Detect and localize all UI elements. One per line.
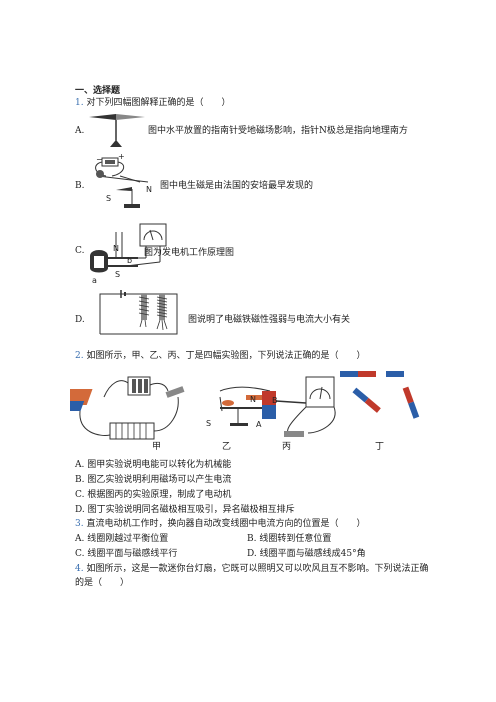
fig-c-s: S: [115, 270, 121, 279]
q1-option-d-text: 图说明了电磁铁磁性强弱与电流大小有关: [188, 315, 351, 325]
fig-b-plus: +: [118, 152, 125, 161]
fig-c-b: b: [127, 256, 133, 265]
q2-option-a: A. 图甲实验说明电能可以转化为机械能: [75, 460, 232, 470]
question-stem: 如图所示，这是一款迷你台灯扇，它既可以照明又可以吹风且互不影响。下列说法正确: [86, 564, 429, 574]
fig-label-yi: 乙: [222, 442, 232, 452]
q2-fig-a: A: [256, 420, 262, 429]
question-3: 3. 直流电动机工作时，换向器自动改变线圈中电流方向的位置是（ ）: [75, 518, 365, 530]
fig-b-minus: −: [96, 155, 103, 164]
question-number: 3.: [75, 519, 84, 529]
q2-option-d: D. 图丁实验说明同名磁极相互吸引，异名磁极相互排斥: [75, 505, 295, 515]
fig-b-s: S: [106, 194, 112, 203]
figure-electromagnet: [99, 290, 178, 335]
fig-b-n: N: [146, 185, 152, 194]
question-2: 2. 如图所示，甲、乙、丙、丁是四幅实验图，下列说法正确的是（ ）: [75, 350, 365, 362]
q3-option-d: D. 线圈平面与磁感线成45°角: [247, 549, 366, 559]
question-stem: 对下列四幅图解释正确的是（ ）: [86, 98, 231, 108]
question-stem: 如图所示，甲、乙、丙、丁是四幅实验图，下列说法正确的是（ ）: [86, 351, 366, 361]
figure-q2-experiments: [70, 371, 420, 440]
question-number: 1.: [75, 98, 84, 108]
q1-option-a-text: 图中水平放置的指南针受地磁场影响，指针N极总是指向地理南方: [148, 126, 408, 136]
q3-option-b: B. 线圈转到任意位置: [247, 534, 332, 544]
figure-compass: [89, 114, 145, 147]
q2-fig-s: S: [206, 419, 212, 428]
q1-option-b-text: 图中电生磁是由法国的安培最早发现的: [160, 181, 314, 191]
q1-option-a: A.: [75, 125, 84, 137]
figure-generator: [90, 223, 167, 273]
fig-label-jia: 甲: [152, 442, 162, 452]
q2-fig-b: B: [272, 396, 278, 405]
q1-option-c-text: 图为发电机工作原理图: [144, 248, 235, 258]
option-letter: A.: [75, 126, 85, 136]
fig-c-n: N: [113, 244, 119, 253]
figure-oersted: [95, 157, 149, 208]
question-number: 2.: [75, 351, 84, 361]
question-number: 4.: [75, 564, 84, 574]
question-1: 1. 对下列四幅图解释正确的是（ ）: [75, 97, 230, 109]
fig-c-a: a: [92, 276, 97, 285]
fig-label-bing: 丙: [282, 442, 292, 452]
q3-option-a: A. 线圈刚越过平衡位置: [75, 534, 169, 544]
question-4-cont: 的是（ ）: [75, 578, 130, 588]
q2-fig-n: N: [250, 395, 256, 404]
q2-option-b: B. 图乙实验说明利用磁场可以产生电流: [75, 475, 232, 485]
question-stem: 直流电动机工作时，换向器自动改变线圈中电流方向的位置是（ ）: [86, 519, 366, 529]
q1-option-c: C.: [75, 246, 85, 256]
q3-option-c: C. 线圈平面与磁感线平行: [75, 549, 178, 559]
q2-option-c: C. 根据图丙的实验原理，制成了电动机: [75, 490, 232, 500]
fig-label-ding: 丁: [375, 442, 385, 452]
section-title: 一、选择题: [75, 86, 121, 96]
q1-option-d: D.: [75, 315, 85, 325]
question-4: 4. 如图所示，这是一款迷你台灯扇，它既可以照明又可以吹风且互不影响。下列说法正…: [75, 563, 428, 575]
q1-option-b: B.: [75, 181, 85, 191]
